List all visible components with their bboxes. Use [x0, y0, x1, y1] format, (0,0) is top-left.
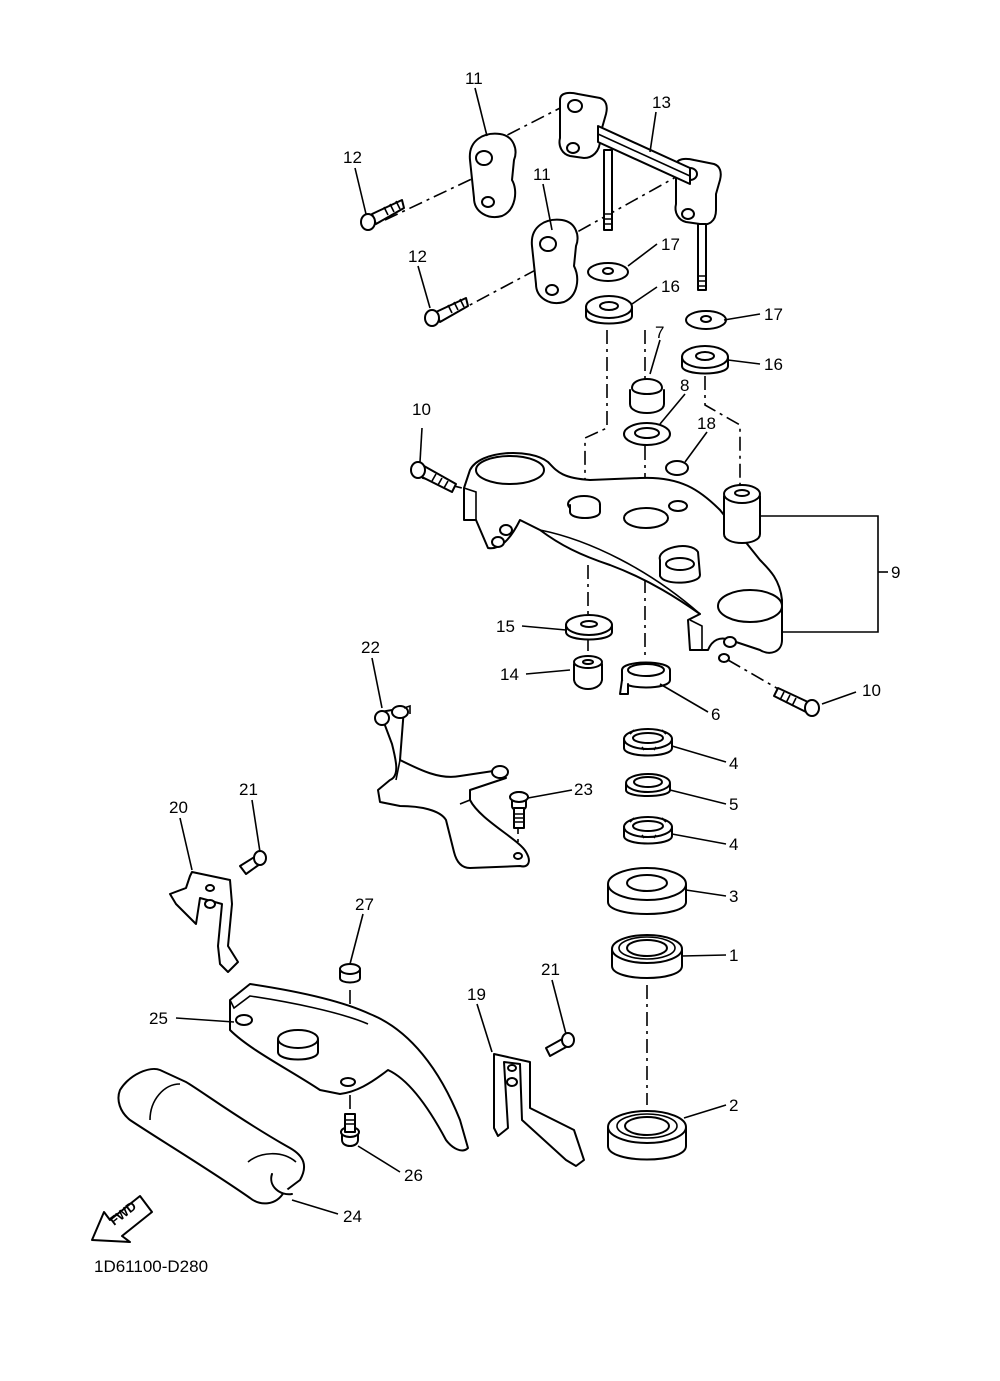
lock-washer-6 [619, 661, 671, 695]
callout-13: 13 [652, 93, 671, 112]
upper-bracket [463, 452, 783, 663]
callout-16-left: 16 [661, 277, 680, 296]
washer-17-left [587, 262, 629, 282]
callout-21-upper: 21 [239, 780, 258, 799]
ring-nut-4-lower [623, 816, 673, 845]
callout-17-right: 17 [764, 305, 783, 324]
bearing-1 [611, 934, 683, 979]
bolt-26 [340, 1113, 360, 1147]
collar-27 [339, 963, 361, 984]
nut-14 [573, 655, 603, 690]
callout-2: 2 [729, 1096, 738, 1115]
pinch-bolt-upper [410, 461, 457, 493]
washer-15 [565, 614, 613, 641]
callout-10-lower: 10 [862, 681, 881, 700]
callout-4-upper: 4 [729, 754, 738, 773]
callout-6: 6 [711, 705, 720, 724]
cover-24 [117, 1068, 306, 1205]
callout-4-lower: 4 [729, 835, 738, 854]
hose-guide-19 [493, 1053, 585, 1167]
fwd-arrow-icon: FWD [91, 1195, 153, 1243]
callout-17-left: 17 [661, 235, 680, 254]
bracket-cover-25 [229, 983, 469, 1152]
steering-stem-cap [629, 378, 665, 414]
plug-18 [665, 460, 689, 476]
callout-22: 22 [361, 638, 380, 657]
callout-12-upper: 12 [343, 148, 362, 167]
callout-3: 3 [729, 887, 738, 906]
callout-7: 7 [655, 323, 664, 342]
callout-10-upper: 10 [412, 400, 431, 419]
callout-8: 8 [680, 376, 689, 395]
callout-9: 9 [891, 563, 900, 582]
damper-16-left [585, 295, 633, 325]
callout-12-lower: 12 [408, 247, 427, 266]
callout-1: 1 [729, 946, 738, 965]
callout-21-lower: 21 [541, 960, 560, 979]
cable-bracket-22 [374, 704, 530, 869]
bolt-23 [509, 791, 529, 829]
holder-bolt-upper [360, 199, 405, 231]
callout-26: 26 [404, 1166, 423, 1185]
handlebar-lower-holder-upper [468, 132, 517, 218]
callout-16-right: 16 [764, 355, 783, 374]
callout-27: 27 [355, 895, 374, 914]
pinch-bolt-lower [773, 687, 820, 717]
callout-11-upper: 11 [465, 69, 483, 88]
callout-23: 23 [574, 780, 593, 799]
callout-18: 18 [697, 414, 716, 433]
leader-lines [175, 87, 888, 1215]
bearing-cover-3 [607, 867, 687, 915]
callout-15: 15 [496, 617, 515, 636]
bearing-2 [607, 1110, 687, 1161]
bolt-21-upper [239, 850, 267, 875]
callout-24: 24 [343, 1207, 362, 1226]
callout-19: 19 [467, 985, 486, 1004]
washer-17-right [685, 310, 727, 330]
holder-bolt-lower [424, 297, 469, 327]
callout-11-lower: 11 [533, 165, 551, 184]
hose-guide-20 [169, 871, 239, 973]
ring-nut-4-upper [623, 728, 673, 757]
callout-20: 20 [169, 798, 188, 817]
callout-5: 5 [729, 795, 738, 814]
bushing-9 [723, 484, 761, 544]
callout-labels: 11 13 12 11 17 12 16 17 7 16 8 18 10 9 1… [149, 69, 900, 1226]
callout-25: 25 [149, 1009, 168, 1028]
diagram-code: 1D61100-D280 [94, 1257, 208, 1276]
handlebar-lower-holder-lower [530, 218, 579, 304]
upper-handlebar-holder [558, 91, 722, 291]
damper-16-right [681, 345, 729, 375]
washer-5 [625, 773, 671, 797]
stem-washer [623, 422, 671, 446]
bolt-21-lower [545, 1032, 575, 1057]
callout-14: 14 [500, 665, 519, 684]
